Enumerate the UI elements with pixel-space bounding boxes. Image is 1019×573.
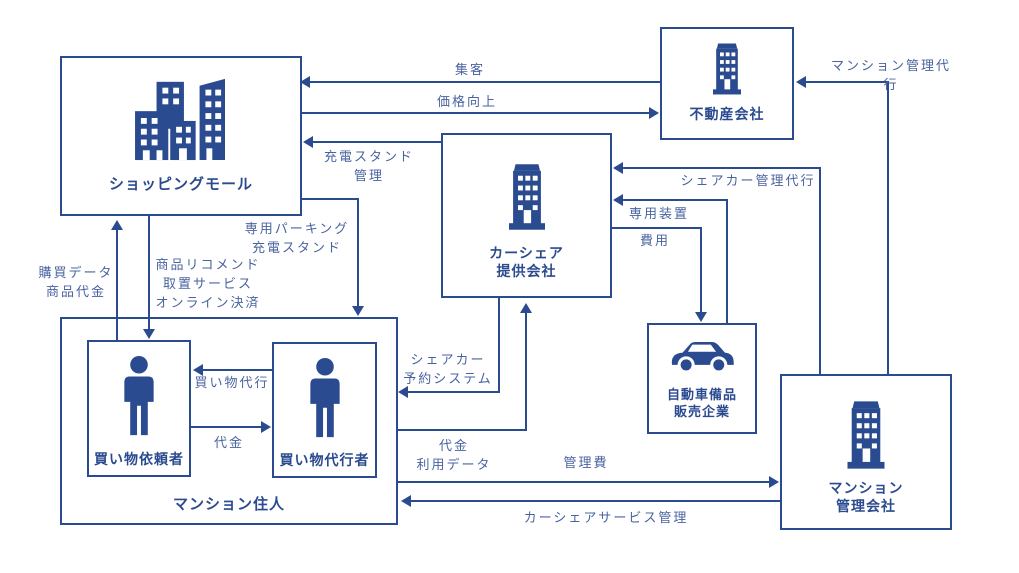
management-fee-edge-label: 管理費: [563, 456, 609, 471]
node-car-share-provider: カーシェア 提供会社: [441, 133, 612, 298]
cost-arrow-line: [612, 227, 702, 229]
price-improvement-arrow-line: [302, 112, 650, 114]
shopping-agency-arrow-line: [202, 369, 272, 371]
price-improvement-arrowhead: [649, 107, 659, 119]
person-icon: [309, 357, 340, 438]
cost-arrow-line: [700, 227, 702, 314]
payment-usage-data-arrowhead: [520, 303, 532, 313]
payment-arrow-line: [191, 426, 262, 428]
shopping-agency-arrowhead: [193, 364, 203, 376]
node-car-equipment-seller: 自動車備品 販売企業: [647, 323, 757, 434]
dedicated-parking-arrow-line: [302, 198, 359, 200]
charging-stand-management-arrowhead: [303, 136, 313, 148]
node-real-estate-company: 不動産会社: [660, 27, 794, 140]
node-shopping-agent: 買い物代行者: [272, 342, 377, 478]
shopping-requester-label: 買い物依頼者: [94, 451, 184, 468]
purchase-data-arrow-line: [116, 228, 118, 340]
dedicated-equipment-edge-label: 専用装置: [628, 207, 690, 222]
share-car-reservation-arrowhead: [398, 386, 408, 398]
mansion-management-agency-edge-label: マンション管理代行: [830, 59, 951, 93]
office-building-icon: [508, 164, 545, 230]
share-car-management-agency-arrowhead: [613, 162, 623, 174]
cost-arrowhead: [695, 312, 707, 322]
share-car-reservation-edge-label: シェアカー 予約システム: [403, 353, 493, 387]
shopping-mall-label: ショッピングモール: [108, 174, 253, 193]
management-fee-arrowhead: [769, 476, 779, 488]
mansion-management-agency-arrow-line: [887, 81, 889, 374]
share-car-management-agency-arrow-line: [819, 167, 821, 374]
car-icon: [671, 342, 734, 374]
share-car-reservation-arrow-line: [407, 391, 500, 393]
share-car-management-agency-arrow-line: [621, 167, 821, 169]
shopping-agency-edge-label: 買い物代行: [194, 376, 270, 391]
shopping-agent-label: 買い物代行者: [279, 452, 370, 469]
real-estate-company-label: 不動産会社: [689, 106, 765, 123]
price-improvement-edge-label: 価格向上: [436, 95, 498, 110]
recommend-hold-online-payment-edge-label: 商品リコメンド 取置サービス オンライン決済: [155, 258, 261, 311]
node-shopping-mall: ショッピングモール: [60, 56, 302, 216]
dedicated-equipment-arrow-line: [726, 199, 728, 323]
dedicated-parking-arrowhead: [352, 306, 364, 316]
attract-customers-edge-label: 集客: [454, 63, 486, 78]
recommend-hold-online-payment-arrowhead: [143, 329, 155, 339]
dedicated-parking-edge-label: 専用パーキング 充電スタンド: [244, 222, 350, 256]
shopping-mall-buildings-icon: [135, 78, 225, 161]
mansion-management-agency-arrowhead: [796, 76, 806, 88]
car-share-service-management-edge-label: カーシェアサービス管理: [523, 511, 689, 526]
charging-stand-management-edge-label: 充電スタンド 管理: [323, 150, 415, 184]
payment-usage-data-edge-label: 代金 利用データ: [416, 439, 492, 473]
office-building-icon: [713, 43, 741, 95]
purchase-data-arrowhead: [111, 220, 123, 230]
share-car-reservation-arrow-line: [498, 298, 500, 393]
payment-edge-label: 代金: [213, 436, 245, 451]
recommend-hold-online-payment-arrow-line: [148, 216, 150, 330]
mansion-management-agency-arrow-line: [804, 81, 889, 83]
dedicated-parking-arrow-line: [357, 198, 359, 308]
payment-usage-data-arrow-line: [525, 312, 527, 431]
car-equipment-seller-label: 自動車備品 販売企業: [666, 388, 737, 421]
payment-usage-data-arrow-line: [397, 429, 527, 431]
dedicated-equipment-arrow-line: [621, 199, 728, 201]
dedicated-equipment-arrowhead: [613, 194, 623, 206]
car-share-provider-label: カーシェア 提供会社: [489, 245, 564, 280]
share-car-management-agency-edge-label: シェアカー管理代行: [680, 174, 816, 189]
management-fee-arrow-line: [397, 481, 770, 483]
car-share-service-management-arrowhead: [401, 495, 411, 507]
purchase-data-edge-label: 購買データ 商品代金: [38, 266, 114, 300]
mansion-residents-label: マンション住人: [172, 494, 285, 513]
payment-arrowhead: [261, 421, 271, 433]
charging-stand-management-arrow-line: [312, 141, 441, 143]
attract-customers-arrowhead: [300, 76, 310, 88]
attract-customers-arrow-line: [308, 81, 660, 83]
car-share-service-management-arrow-line: [410, 500, 780, 502]
node-shopping-requester: 買い物依頼者: [87, 340, 191, 477]
cost-edge-label: 費用: [639, 234, 671, 249]
mansion-management-company-label: マンション 管理会社: [828, 480, 904, 515]
person-icon: [124, 355, 154, 436]
office-building-icon: [847, 401, 885, 469]
node-mansion-management-company: マンション 管理会社: [780, 374, 952, 530]
